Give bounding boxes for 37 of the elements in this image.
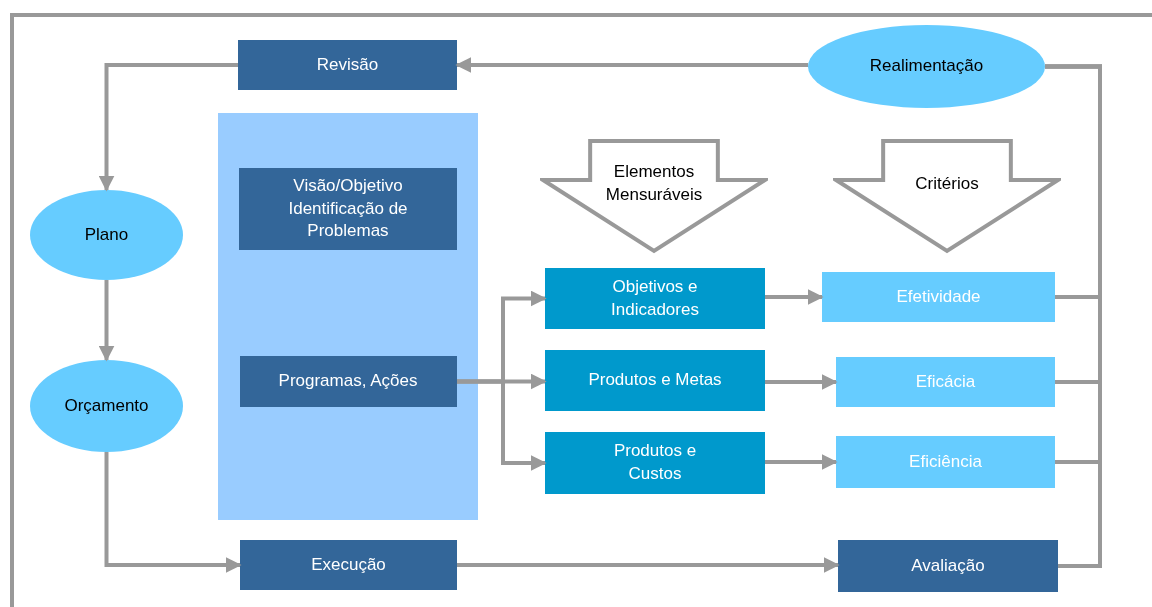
node-label: Orçamento [63, 394, 150, 417]
node-label: Produtos e Custos [612, 440, 698, 485]
criterion-box [836, 357, 1055, 407]
process-box [239, 356, 457, 407]
node-label: Visão/Objetivo Identificação de Problemas [287, 174, 409, 243]
process-box [238, 40, 457, 90]
connector-arrow [765, 454, 838, 470]
node-label: Eficiência [908, 450, 983, 473]
criterion-box [836, 436, 1055, 488]
connector-arrow [98, 63, 238, 192]
process-box [545, 350, 765, 411]
node-label: Revisão [315, 53, 380, 76]
connector-arrow [765, 374, 838, 390]
connector-arrow [457, 379, 547, 471]
node-label: Realimentação [868, 55, 985, 78]
connector-arrow [457, 557, 840, 573]
node-label: Avaliação [910, 554, 986, 577]
connector-arrow [98, 280, 115, 362]
connector-arrow [455, 57, 808, 73]
criterion-box [822, 272, 1055, 322]
node-label: Elementos Mensuráveis [604, 161, 704, 206]
node-label: Efetividade [895, 285, 982, 308]
node-label: Critérios [914, 172, 980, 195]
process-box [838, 540, 1058, 592]
process-box [545, 268, 765, 329]
connector-arrow [765, 289, 824, 305]
connector-arrow [104, 452, 242, 573]
node-label: Produtos e Metas [587, 369, 723, 392]
node-label: Programas, Ações [277, 370, 419, 393]
panel-background [218, 113, 478, 520]
node-label: Execução [310, 553, 387, 576]
process-box [239, 168, 457, 250]
process-box [545, 432, 765, 494]
node-label: Plano [83, 223, 130, 246]
node-label: Objetivos e Indicadores [610, 275, 700, 321]
node-label: Eficácia [914, 370, 977, 393]
process-box [240, 540, 457, 590]
